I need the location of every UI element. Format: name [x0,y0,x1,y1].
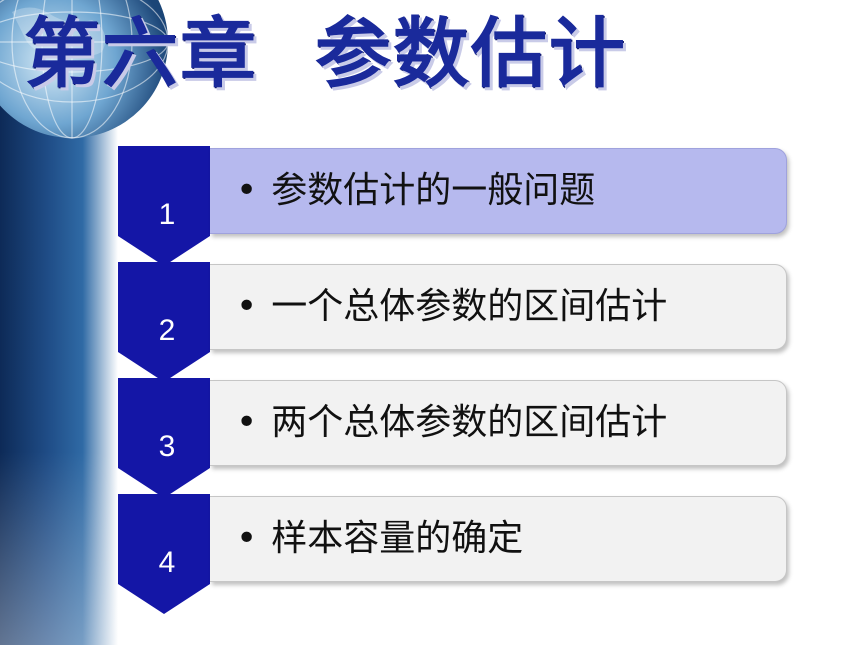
list-item-1: 1 • 参数估计的一般问题 [118,146,790,266]
item-number: 2 [158,314,176,347]
list-item-2: 2 • 一个总体参数的区间估计 [118,262,790,382]
item-box: • 一个总体参数的区间估计 [210,264,787,350]
bullet: • [236,286,258,327]
globe-icon [0,0,169,139]
chevron-icon [118,378,210,498]
chevron-icon [118,494,210,614]
item-box-active: • 参数估计的一般问题 [210,148,787,234]
chevron-icon [118,146,210,266]
item-number: 1 [158,198,176,231]
item-number: 4 [158,546,176,579]
item-label: 两个总体参数的区间估计 [271,402,668,443]
page-title: 第六章 参数估计 [24,9,627,98]
item-number: 3 [158,430,176,463]
item-label: 一个总体参数的区间估计 [271,286,668,327]
bullet: • [236,170,258,211]
bullet: • [236,518,258,559]
item-label: 样本容量的确定 [271,518,524,559]
chevron-icon [118,262,210,382]
bullet: • [236,402,258,443]
list-item-3: 3 • 两个总体参数的区间估计 [118,378,790,498]
item-box: • 样本容量的确定 [210,496,787,582]
list-item-4: 4 • 样本容量的确定 [118,494,790,614]
item-label: 参数估计的一般问题 [271,170,596,211]
item-box: • 两个总体参数的区间估计 [210,380,787,466]
